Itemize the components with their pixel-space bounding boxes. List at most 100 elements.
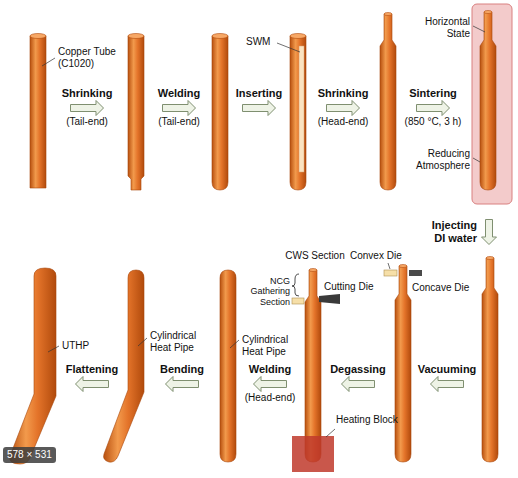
block-arrow (165, 376, 199, 392)
tube-opening (486, 257, 494, 260)
leader-line (230, 340, 239, 348)
process-step: Shrinking (Head-end) (303, 87, 383, 128)
block-arrow-shape (327, 101, 360, 116)
leader-line (48, 346, 59, 352)
leader-line (42, 58, 55, 66)
block-arrow (430, 376, 464, 392)
convex-die (384, 270, 397, 276)
leader-line (473, 26, 485, 32)
copper-tube (482, 258, 498, 462)
tube-opening (290, 34, 306, 39)
heating-block (292, 436, 334, 472)
copper-tube (480, 12, 496, 190)
swm-strip (299, 46, 304, 172)
heat-pipe (220, 270, 236, 462)
part-label: SWM (246, 36, 270, 48)
step-condition: (Head-end) (245, 392, 296, 404)
part-label: Heating Block (336, 414, 398, 426)
part-label: NCG Gathering Section (244, 276, 290, 307)
block-arrow (326, 100, 360, 116)
part-label: CWS Section (280, 250, 350, 262)
step-name: Vacuuming (418, 363, 477, 376)
block-arrow-shape (431, 377, 464, 392)
process-step: Inserting (219, 87, 299, 116)
leader-line (473, 158, 480, 162)
block-arrow-shape (254, 377, 287, 392)
leader-line (277, 43, 300, 52)
block-arrow-shape (76, 377, 109, 392)
process-step: Degassing (318, 363, 398, 392)
copper-tube (290, 36, 306, 190)
block-arrow-shape (417, 101, 450, 116)
block-arrow (70, 100, 104, 116)
step-name: Shrinking (318, 87, 369, 100)
section-brace (292, 274, 299, 296)
process-step: Shrinking (Tail-end) (47, 87, 127, 128)
concave-die (409, 270, 422, 276)
process-step: Vacuuming (407, 363, 487, 392)
flattened-heat-pipe (10, 268, 56, 464)
block-arrow (253, 376, 287, 392)
copper-tube (305, 270, 321, 462)
step-condition: (850 °C, 3 h) (405, 116, 462, 128)
watermark: 578 × 531 (3, 447, 56, 463)
process-step: Bending (142, 363, 222, 392)
tube-opening (30, 34, 46, 39)
process-step: Flattening (52, 363, 132, 392)
leader-line (388, 263, 390, 269)
part-label: Horizontal State (416, 16, 470, 39)
part-label: Concave Die (412, 282, 469, 294)
step-name: Bending (160, 363, 204, 376)
part-label: Reducing Atmosphere (410, 148, 470, 171)
furnace-zone (472, 4, 512, 204)
block-arrow (416, 100, 450, 116)
tube-opening (309, 269, 317, 272)
step-condition: (Tail-end) (158, 116, 200, 128)
part-label: Cylindrical Heat Pipe (150, 330, 204, 353)
step-name: Inserting (236, 87, 282, 100)
cutting-die (319, 294, 340, 304)
step-condition: (Tail-end) (66, 116, 108, 128)
tube-opening (399, 265, 407, 268)
block-arrow-shape (71, 101, 104, 116)
die (292, 298, 304, 304)
tube-opening (212, 34, 228, 39)
process-step: Injecting DI water (423, 219, 497, 245)
part-label: Convex Die (350, 250, 402, 262)
block-arrow-shape (482, 220, 497, 245)
block-arrow (242, 100, 276, 116)
leader-line (326, 429, 335, 437)
tube-opening (484, 11, 492, 14)
copper-tube (380, 14, 396, 190)
block-arrow-shape (243, 101, 276, 116)
process-step: Welding (Head-end) (230, 363, 310, 404)
step-name: Shrinking (62, 87, 113, 100)
block-arrow (341, 376, 375, 392)
step-name: Sintering (409, 87, 457, 100)
copper-tube (128, 36, 144, 190)
step-name: Degassing (330, 363, 386, 376)
leader-line (138, 338, 147, 346)
step-condition: (Head-end) (318, 116, 369, 128)
copper-tube (212, 36, 228, 190)
step-name: Welding (249, 363, 292, 376)
block-arrow-shape (163, 101, 196, 116)
copper-tube (395, 266, 411, 462)
step-name: Flattening (66, 363, 119, 376)
block-arrow (75, 376, 109, 392)
block-arrow (481, 219, 497, 245)
step-name: Injecting DI water (423, 219, 477, 245)
block-arrow-shape (166, 377, 199, 392)
step-name: Welding (158, 87, 201, 100)
part-label: UTHP (62, 340, 89, 352)
part-label: Cutting Die (324, 281, 373, 293)
process-step: Welding (Tail-end) (139, 87, 219, 128)
copper-tube (30, 36, 46, 188)
process-step: Sintering (850 °C, 3 h) (393, 87, 473, 128)
block-arrow (162, 100, 196, 116)
tube-opening (384, 13, 392, 16)
part-label: Cylindrical Heat Pipe (242, 334, 296, 357)
tube-opening (128, 34, 144, 39)
part-label: Copper Tube (C1020) (58, 46, 124, 69)
block-arrow-shape (342, 377, 375, 392)
